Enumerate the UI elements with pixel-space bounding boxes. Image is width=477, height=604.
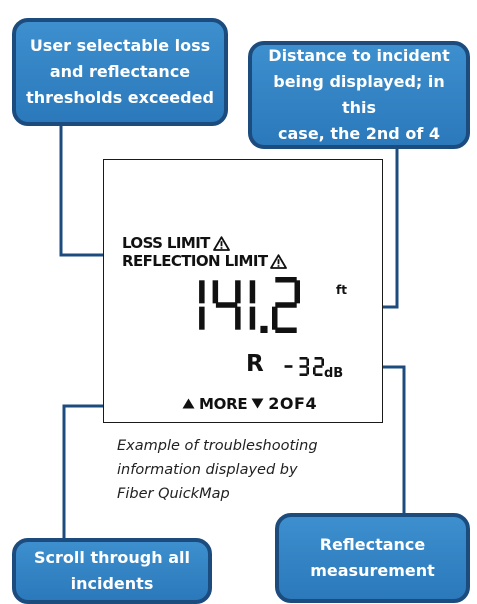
callout-reflectance-measurement: Reflectance measurement bbox=[275, 513, 470, 603]
lcd-display: LOSS LIMIT REFLECTION LIMIT ft R dB MORE… bbox=[103, 159, 383, 423]
digit-2 bbox=[272, 277, 300, 333]
warning-icon bbox=[212, 235, 230, 251]
reflectance-readout bbox=[284, 357, 324, 376]
more-label: MORE bbox=[199, 394, 248, 413]
warning-icon bbox=[270, 253, 288, 269]
digit-3 bbox=[299, 357, 309, 376]
reflectance-unit: dB bbox=[324, 366, 344, 381]
digit-1 bbox=[249, 280, 256, 330]
decimal-point bbox=[260, 325, 268, 333]
figure-caption: Example of troubleshooting information d… bbox=[117, 438, 318, 502]
callout-distance-to-incident: Distance to incident being displayed; in… bbox=[248, 41, 470, 149]
callout-loss-reflectance-thresholds: User selectable loss and reflectance thr… bbox=[12, 18, 228, 126]
digit-1 bbox=[199, 280, 205, 330]
distance-unit: ft bbox=[336, 283, 347, 297]
incident-position: 2OF4 bbox=[268, 394, 318, 413]
digit-minus bbox=[284, 365, 293, 368]
digit-2 bbox=[313, 357, 324, 376]
scroll-indicator: MORE 2OF4 bbox=[182, 394, 317, 413]
loss-limit-indicator: LOSS LIMIT bbox=[122, 234, 230, 252]
callout-scroll-incidents: Scroll through all incidents bbox=[12, 538, 212, 604]
distance-readout bbox=[199, 277, 300, 333]
connector-loss-thresholds bbox=[59, 126, 118, 257]
loss-limit-label: LOSS LIMIT bbox=[122, 234, 210, 252]
digit-4 bbox=[212, 280, 241, 330]
triangle-down-icon bbox=[251, 398, 264, 409]
reflectance-label: R bbox=[246, 351, 264, 377]
reflection-limit-indicator: REFLECTION LIMIT bbox=[122, 252, 288, 270]
triangle-up-icon bbox=[182, 398, 195, 409]
reflection-limit-label: REFLECTION LIMIT bbox=[122, 252, 268, 270]
